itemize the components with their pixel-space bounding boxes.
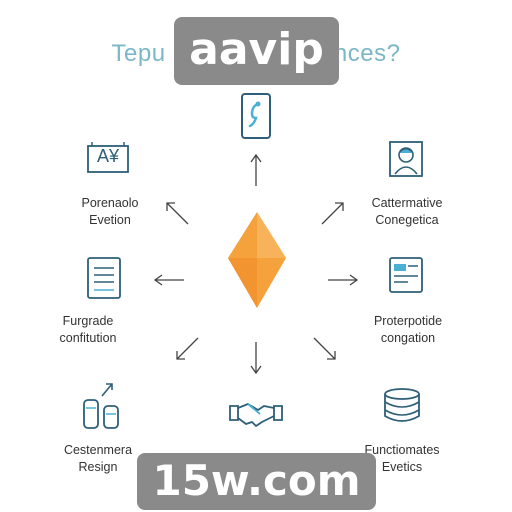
node-mid-left-line2: confitution: [59, 331, 117, 345]
node-top-right-label: Cattermative Conegetica: [355, 195, 459, 229]
translate-icon-text: A¥: [96, 146, 120, 166]
node-top-left-label: Porenaolo Evetion: [62, 195, 158, 229]
node-mid-right-line2: congation: [380, 331, 436, 345]
portrait-icon: [389, 141, 423, 177]
translate-icon: [87, 142, 129, 173]
document-tablet-icon: [87, 257, 121, 299]
node-top-right-line2: Conegetica: [375, 213, 439, 227]
growth-database-icon: [83, 383, 119, 429]
node-bottom-left-line2: Resign: [78, 460, 118, 474]
node-top-left-line1: Porenaolo: [81, 196, 139, 210]
node-top-right-line1: Cattermative: [371, 196, 443, 210]
arrow-down-left: [176, 337, 199, 360]
mobile-device-icon: [241, 93, 271, 139]
arrow-up-right: [321, 202, 344, 225]
node-mid-right-line1: Proterpotide: [373, 314, 443, 328]
node-mid-left-label: Furgrade confitution: [38, 313, 138, 347]
arrow-left: [153, 274, 184, 286]
node-mid-right-label: Proterpotide congation: [356, 313, 460, 347]
watermark-bottom: 15w.com: [137, 453, 376, 510]
center-diamond: [228, 212, 286, 308]
node-bottom-right-label: Functiomates Evetics: [350, 442, 454, 476]
arrow-up-left: [166, 202, 189, 225]
node-bottom-right-line1: Functiomates: [364, 443, 440, 457]
report-screen-icon: [389, 257, 423, 293]
node-bottom-left-line1: Cestenmera: [63, 443, 133, 457]
handshake-icon: [229, 403, 283, 427]
arrow-up: [250, 153, 262, 186]
title-left: Tepu: [111, 40, 166, 67]
node-bottom-left-label: Cestenmera Resign: [50, 442, 146, 476]
node-bottom-right-line2: Evetics: [381, 460, 423, 474]
arrow-down-right: [313, 337, 336, 360]
node-mid-left-line1: Furgrade: [62, 314, 114, 328]
arrow-down: [250, 342, 262, 375]
arrow-right: [328, 274, 359, 286]
watermark-top: aavip: [174, 17, 339, 85]
database-stack-icon: [384, 388, 420, 422]
node-top-left-line2: Evetion: [89, 213, 131, 227]
